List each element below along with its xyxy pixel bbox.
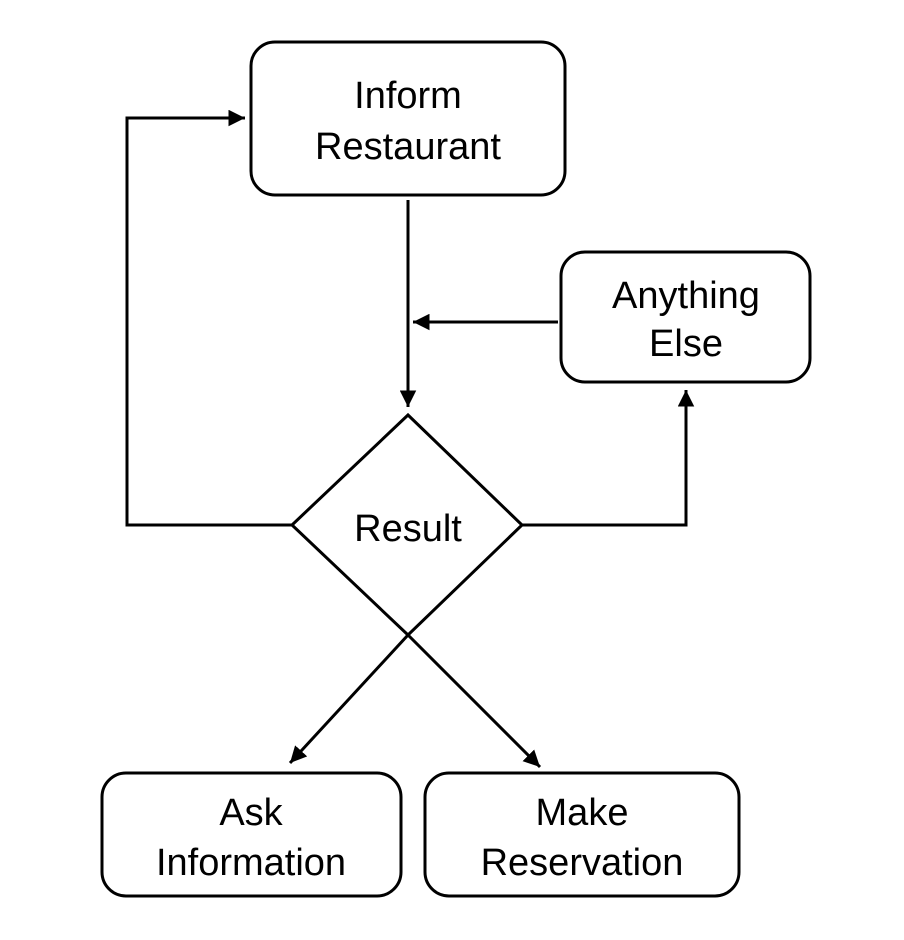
node-ask-information-box (100, 771, 403, 898)
node-anything-else-line2: Else (649, 323, 723, 365)
node-ask-information: Ask Information (100, 771, 403, 898)
node-make-reservation: Make Reservation (423, 771, 741, 898)
edge-result-to-anything-else (522, 390, 695, 527)
node-make-reservation-line1: Make (536, 792, 629, 834)
node-result-label: Result (354, 508, 462, 550)
node-make-reservation-line2: Reservation (481, 842, 684, 884)
node-anything-else-line1: Anything (612, 275, 760, 317)
node-ask-information-line1: Ask (219, 792, 283, 834)
edge-result-to-make-reservation (406, 633, 542, 769)
node-make-reservation-box (423, 771, 741, 898)
node-inform-restaurant-box (249, 40, 567, 197)
node-anything-else: Anything Else (559, 250, 812, 384)
edge-result-to-inform-loop (125, 109, 292, 527)
node-inform-restaurant: Inform Restaurant (249, 40, 567, 197)
node-ask-information-line2: Information (156, 842, 346, 884)
node-anything-else-box (559, 250, 812, 384)
node-result-diamond (289, 412, 525, 638)
node-result: Result (289, 412, 525, 638)
node-inform-restaurant-line2: Restaurant (315, 126, 501, 168)
node-inform-restaurant-line1: Inform (354, 75, 462, 117)
edge-result-to-ask-information (288, 633, 410, 765)
